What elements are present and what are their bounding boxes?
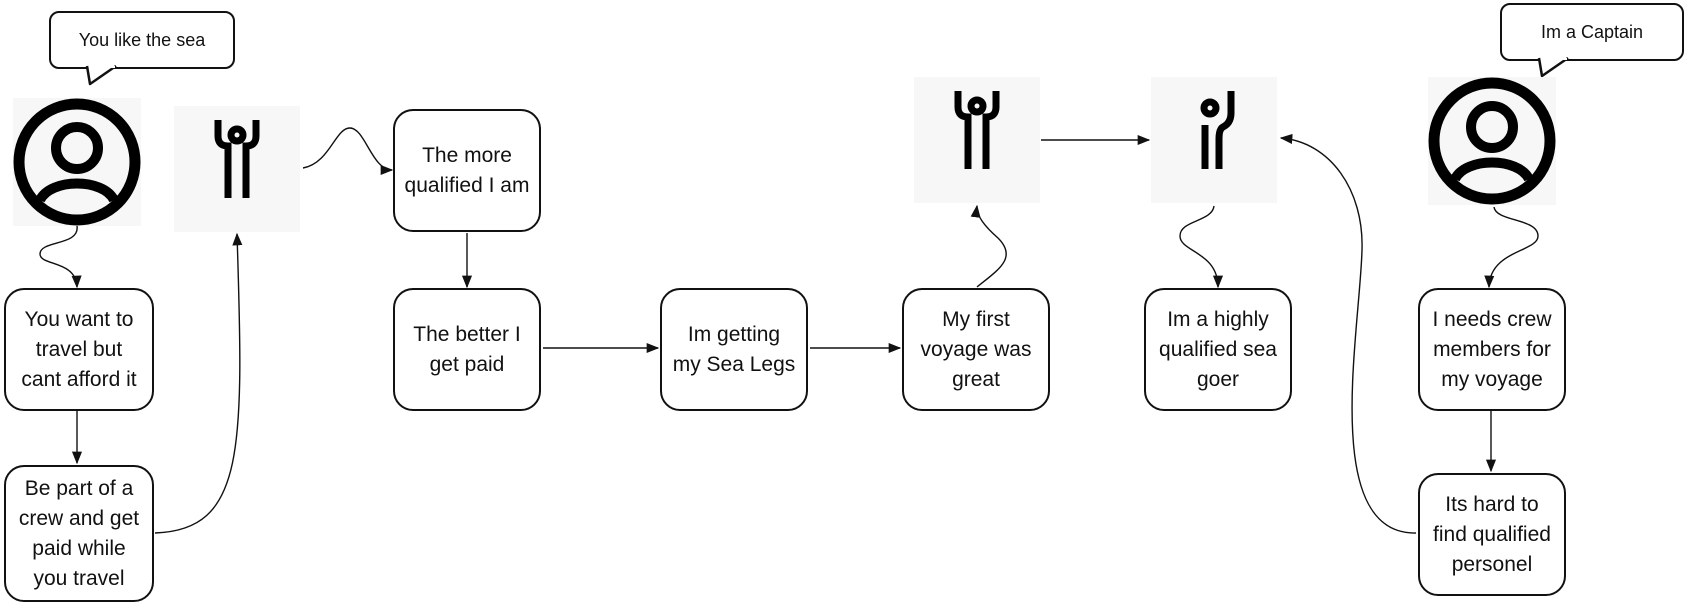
node-be-part-of-crew: Be part of a crew and get paid while you… (4, 465, 154, 602)
node-first-voyage: My first voyage was great (902, 288, 1050, 411)
speech-bubble-right-text: Im a Captain (1540, 21, 1644, 42)
link-user-to-travel (39, 225, 82, 289)
link-voyage-to-figure2 (970, 204, 1007, 288)
link-figure1-to-qualified (302, 127, 394, 176)
speech-bubble-left: You like the sea (49, 11, 235, 69)
link-crew-to-figure1 (154, 232, 243, 534)
node-sea-legs: Im getting my Sea Legs (660, 288, 808, 411)
node-hard-to-find: Its hard to find qualified personel (1418, 473, 1566, 596)
speech-bubble-right: Im a Captain (1500, 3, 1684, 61)
link-hard-to-figure3 (1279, 133, 1417, 534)
person-arms-up-icon (914, 77, 1040, 203)
speech-bubble-right-tail (1537, 56, 1569, 78)
person-one-arm-up-icon (1151, 77, 1277, 203)
speech-bubble-left-tail (85, 64, 117, 86)
person-arms-up-icon (174, 106, 300, 232)
node-want-to-travel: You want to travel but cant afford it (4, 288, 154, 411)
link-user-to-needs (1484, 206, 1539, 289)
user-circle-icon (1428, 77, 1556, 205)
node-more-qualified: The more qualified I am (393, 109, 541, 232)
user-circle-icon (13, 98, 141, 226)
node-needs-crew: I needs crew members for my voyage (1418, 288, 1566, 411)
speech-bubble-left-text: You like the sea (78, 29, 206, 50)
link-figure3-to-highly (1179, 205, 1224, 289)
node-highly-qualified: Im a highly qualified sea goer (1144, 288, 1292, 411)
node-better-paid: The better I get paid (393, 288, 541, 411)
